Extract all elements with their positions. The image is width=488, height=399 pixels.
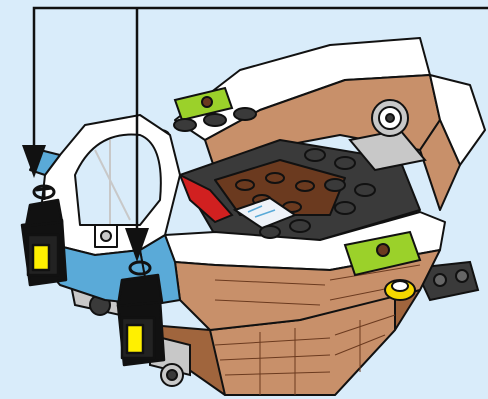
yellow-round-brick-icon: [385, 280, 415, 300]
crown-tile-icon: [377, 244, 389, 256]
crown-tile-icon: [202, 97, 212, 107]
steering-wheel-icon: [372, 100, 408, 136]
